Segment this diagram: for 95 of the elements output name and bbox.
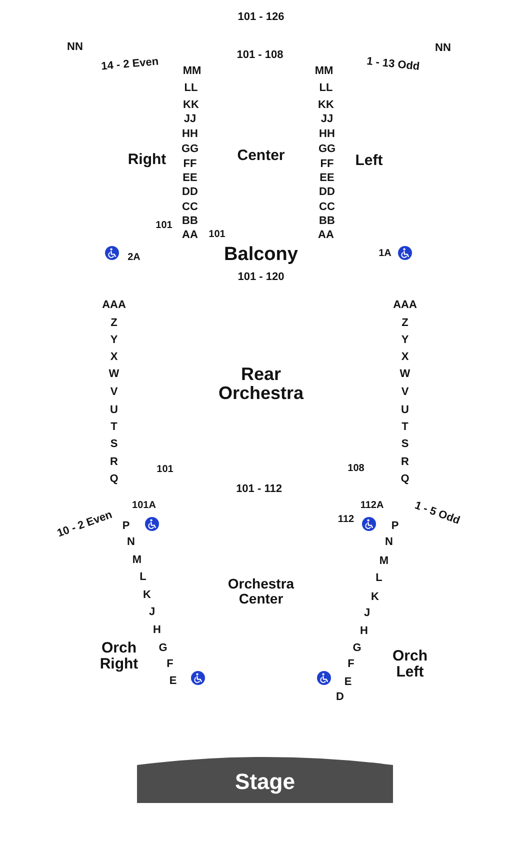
row-label: T	[110, 422, 118, 434]
row-label: Q	[110, 474, 118, 486]
section-label: Balcony	[224, 245, 298, 265]
row-label: AA	[182, 230, 198, 242]
seat-number: 101	[156, 464, 174, 476]
row-label: Y	[110, 335, 118, 347]
seat-number: 101	[208, 230, 226, 240]
row-label: AA	[318, 230, 334, 242]
row-label: LL	[184, 83, 198, 95]
seat-range-label: 1 - 5 Odd	[412, 500, 462, 528]
row-label: AAA	[102, 300, 126, 312]
section-label: Orch Right	[98, 640, 140, 672]
row-label: KK	[183, 100, 199, 112]
stage-label: Stage	[235, 769, 295, 796]
seat-number: 2A	[128, 252, 140, 264]
row-label: T	[402, 422, 408, 434]
row-label: GG	[181, 144, 199, 156]
row-label: V	[401, 387, 409, 399]
seat-range-label: 101 - 112	[236, 484, 282, 496]
row-label: E	[169, 676, 177, 688]
row-label: P	[122, 521, 130, 533]
row-label: E	[344, 677, 352, 689]
row-label: DD	[319, 187, 335, 199]
seat-number: 1A	[378, 248, 392, 260]
row-label: S	[401, 439, 409, 451]
row-label: GG	[318, 144, 336, 156]
row-label: S	[110, 439, 118, 451]
section-label: Center	[237, 148, 285, 164]
row-label: AAA	[393, 300, 417, 312]
row-label: CC	[182, 202, 198, 214]
row-label: EE	[182, 173, 198, 185]
row-label: R	[110, 457, 118, 469]
row-label: N	[127, 537, 135, 549]
row-label: M	[132, 555, 142, 567]
seat-range-label: 14 - 2 Even	[100, 56, 160, 74]
row-label: F	[348, 659, 354, 671]
row-label: V	[110, 387, 118, 399]
seat-range-label: 101 - 108	[236, 50, 284, 62]
row-label: MM	[182, 66, 202, 78]
seat-range-label: 10 - 2 Even	[56, 510, 114, 540]
row-label: FF	[320, 159, 334, 171]
row-label: U	[401, 405, 409, 417]
row-label: Q	[400, 474, 410, 486]
row-label: MM	[314, 66, 334, 78]
row-label: D	[336, 692, 344, 704]
row-label: DD	[182, 187, 198, 199]
row-label: H	[360, 626, 368, 638]
row-label: G	[352, 643, 362, 655]
row-label: G	[158, 643, 168, 655]
row-label: KK	[318, 100, 334, 112]
row-label: M	[379, 556, 389, 568]
row-label: Z	[402, 318, 408, 330]
row-label: N	[385, 537, 393, 549]
row-label: R	[401, 457, 409, 469]
row-label: K	[143, 590, 151, 602]
row-label: U	[110, 405, 118, 417]
row-label: JJ	[184, 114, 196, 126]
row-label: W	[108, 369, 120, 381]
seat-number: 108	[348, 464, 364, 474]
row-label: BB	[182, 216, 198, 228]
seat-range-label: 1 - 13 Odd	[366, 56, 420, 74]
row-label: L	[140, 572, 146, 584]
row-label: J	[364, 608, 370, 620]
row-label: CC	[319, 202, 335, 214]
row-label: L	[376, 573, 382, 585]
row-label: HH	[182, 129, 198, 141]
row-label: K	[371, 592, 379, 604]
row-label: P	[391, 521, 399, 533]
row-label: X	[110, 352, 118, 364]
row-label: FF	[183, 159, 197, 171]
section-label: Left	[355, 153, 383, 169]
row-label: EE	[320, 173, 334, 185]
row-label: X	[401, 352, 409, 364]
row-label: HH	[319, 129, 335, 141]
seat-number: 101	[156, 220, 172, 232]
seat-number: 101A	[132, 500, 156, 512]
row-label: W	[400, 369, 410, 381]
section-label: Orch Left	[391, 648, 428, 680]
seat-range-label: 101 - 126	[238, 12, 284, 24]
row-label: Y	[401, 335, 409, 347]
row-label: J	[148, 607, 156, 619]
row-label: JJ	[320, 114, 334, 126]
section-label: Orchestra Center	[226, 576, 296, 606]
row-label: NN	[67, 42, 83, 54]
section-label: Right	[128, 152, 166, 168]
row-label: F	[166, 659, 174, 671]
section-label: Rear Orchestra	[217, 365, 305, 403]
row-label: H	[153, 625, 161, 637]
row-label: NN	[435, 43, 451, 55]
seat-range-label: 101 - 120	[238, 272, 284, 284]
row-label: BB	[319, 216, 335, 228]
seat-number: 112A	[360, 500, 384, 512]
row-label: LL	[319, 83, 333, 95]
seat-number: 112	[338, 514, 354, 526]
row-label: Z	[110, 318, 118, 330]
